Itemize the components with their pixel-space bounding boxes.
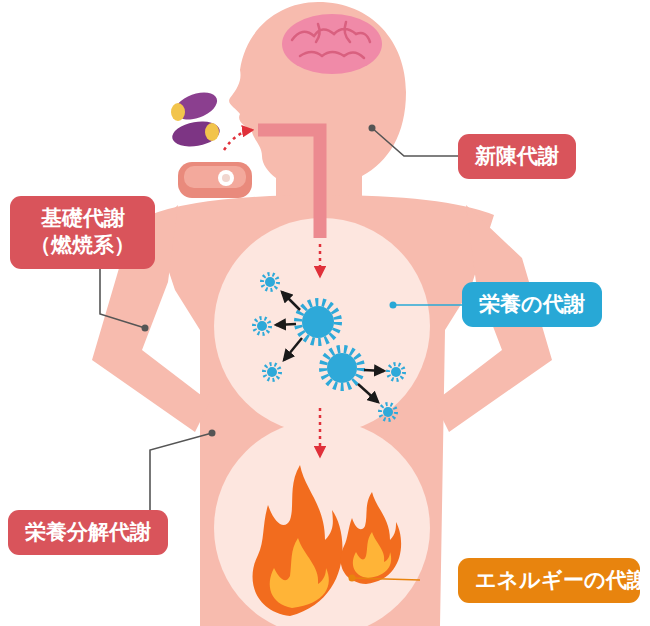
callout-pill: 新陳代謝 [458, 134, 576, 179]
nutrient-icon [254, 274, 404, 420]
callout-label: 新陳代謝 [475, 143, 559, 170]
callout-label: 基礎代謝 （燃焼系） [27, 205, 138, 260]
food-icon [170, 87, 252, 198]
esophagus [258, 130, 320, 238]
callout-label: エネルギーの代謝 [475, 567, 623, 594]
callout-pill: 栄養の代謝 [462, 282, 602, 327]
flow-arrow [224, 130, 320, 456]
energy-chamber [214, 420, 430, 626]
callout-pill: 栄養分解代謝 [8, 510, 168, 555]
flame-icon [253, 465, 402, 616]
leader-dot [142, 125, 397, 582]
callout-label: 栄養分解代謝 [25, 519, 151, 546]
callout-pill: エネルギーの代謝 [458, 558, 640, 603]
callout-pill: 基礎代謝 （燃焼系） [10, 196, 155, 269]
brain-icon [282, 14, 382, 74]
callout-label: 栄養の代謝 [479, 291, 585, 318]
digestion-chamber [214, 218, 430, 434]
